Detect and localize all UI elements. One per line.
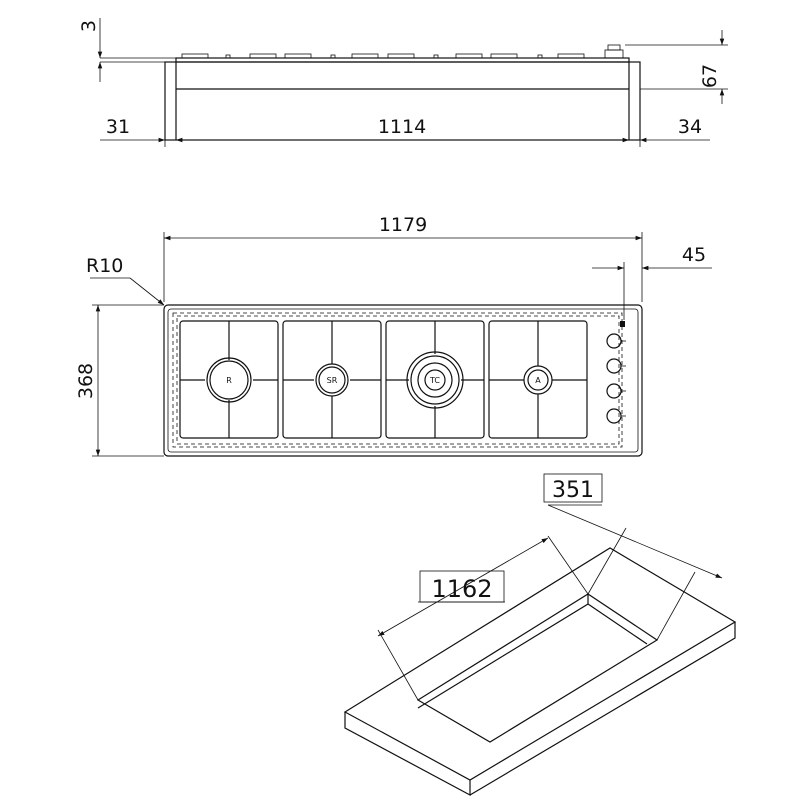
dim-cutout-width: 1162 — [377, 535, 589, 701]
ignition-button — [620, 321, 625, 327]
control-knobs — [606, 333, 626, 424]
side-knob — [604, 44, 624, 59]
cutout-opening — [416, 593, 659, 743]
burner-a-label: A — [535, 376, 541, 385]
dim-text-r10: R10 — [86, 255, 123, 277]
dim-side-widths: 31 1114 34 — [100, 116, 710, 147]
dim-text-368: 368 — [75, 363, 97, 399]
dim-box-351 — [543, 473, 603, 503]
control-knob — [606, 333, 622, 349]
top-view: R SR TC A 1179 — [75, 214, 712, 457]
pan-grates — [179, 320, 588, 439]
hob-side-top-plate — [175, 57, 630, 63]
burner-sr: SR — [315, 363, 349, 397]
dim-text-1162: 1162 — [431, 575, 492, 603]
dim-corner-radius: R10 — [86, 255, 165, 306]
burner-tc-label: TC — [429, 376, 440, 385]
burner-sr-label: SR — [327, 376, 338, 385]
dim-height: 67 — [625, 30, 728, 104]
dim-overall-width: 1179 — [163, 214, 643, 302]
cutout-view: 351 1162 — [343, 473, 737, 797]
dim-cutout-depth: 351 — [543, 473, 723, 641]
burner-r: R — [206, 357, 252, 403]
dim-text-67: 67 — [699, 64, 721, 88]
pan-support-bumps — [181, 53, 585, 59]
control-knob — [606, 383, 622, 399]
dim-text-1114: 1114 — [378, 116, 426, 138]
hob-outline — [163, 304, 643, 457]
dim-text-45: 45 — [682, 244, 706, 266]
dim-text-3: 3 — [78, 20, 100, 32]
burner-tc: TC — [406, 351, 464, 409]
side-view: 3 67 31 1114 34 — [78, 18, 728, 147]
dim-text-31: 31 — [106, 116, 130, 138]
burner-a: A — [523, 365, 553, 395]
dim-text-351: 351 — [552, 478, 594, 503]
dim-box-1162 — [419, 570, 505, 603]
burner-r-label: R — [226, 376, 232, 385]
countertop-slab — [343, 547, 737, 797]
dim-depth: 368 — [75, 304, 164, 457]
dim-top-thickness: 3 — [78, 18, 176, 82]
dim-text-34: 34 — [678, 116, 702, 138]
dim-knob-offset: 45 — [592, 244, 712, 320]
dim-text-1179: 1179 — [379, 214, 427, 236]
